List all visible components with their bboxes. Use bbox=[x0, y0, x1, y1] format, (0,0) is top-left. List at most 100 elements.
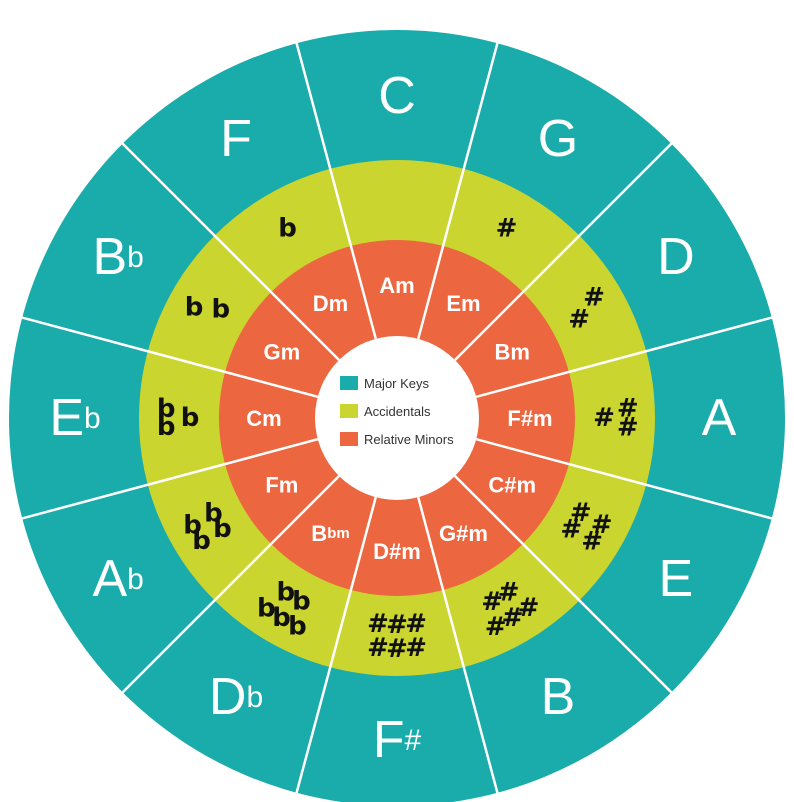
relative-minor-label: Bbm bbox=[311, 521, 349, 546]
key-segment-c: C Am bbox=[378, 67, 416, 298]
relative-minor-label: Cm bbox=[246, 406, 281, 431]
sharp-symbol: # bbox=[591, 510, 613, 540]
accidental-group: ## bbox=[568, 282, 605, 334]
flat-symbol: b bbox=[192, 526, 211, 556]
sector-divider bbox=[118, 475, 340, 697]
flat-symbol: b bbox=[272, 603, 291, 633]
major-key-label: F# bbox=[373, 711, 422, 769]
flat-symbol: b bbox=[276, 578, 295, 608]
legend-item-minor: Relative Minors bbox=[340, 432, 454, 447]
major-key-label: B bbox=[541, 668, 576, 726]
key-segment-g: G Em # bbox=[446, 110, 578, 315]
flat-symbol: b bbox=[278, 213, 297, 243]
sharp-symbol: # bbox=[405, 609, 427, 639]
accidental-group: #### bbox=[560, 498, 612, 556]
accidental-group: ###### bbox=[367, 609, 427, 664]
relative-minor-label: F#m bbox=[507, 406, 552, 431]
legend-swatch-accidentals bbox=[340, 404, 358, 418]
sharp-symbol: # bbox=[481, 587, 503, 617]
major-key-label: F bbox=[220, 110, 252, 168]
sharp-symbol: # bbox=[617, 412, 639, 442]
relative-minor-label: Bm bbox=[494, 339, 529, 364]
major-key-label: Db bbox=[209, 668, 263, 726]
flat-symbol: b bbox=[292, 587, 311, 617]
sector-divider bbox=[417, 496, 500, 797]
relative-minor-label: C#m bbox=[488, 472, 536, 497]
sector-divider bbox=[417, 39, 500, 340]
sharp-symbol: # bbox=[386, 610, 408, 640]
accidental-group: b bbox=[278, 213, 297, 243]
flat-symbol: b bbox=[185, 293, 204, 323]
flat-symbol: b bbox=[183, 511, 202, 541]
sector-divider bbox=[18, 315, 319, 398]
legend-item-accidentals: Accidentals bbox=[340, 404, 431, 419]
key-segment-b: BG#m##### bbox=[439, 521, 575, 726]
accidental-group: # bbox=[496, 213, 518, 243]
key-segment-f: F Dm b bbox=[220, 110, 348, 315]
relative-minor-label: Am bbox=[379, 273, 414, 298]
major-key-label: Bb bbox=[92, 228, 143, 286]
relative-minor-label: Gm bbox=[263, 339, 300, 364]
legend-label-minor: Relative Minors bbox=[364, 432, 454, 447]
major-key-label: E bbox=[659, 550, 694, 608]
sharp-symbol: # bbox=[617, 394, 639, 424]
legend-swatch-minor bbox=[340, 432, 358, 446]
sharp-symbol: # bbox=[518, 593, 540, 623]
sharp-symbol: # bbox=[560, 515, 582, 545]
sharp-symbol: # bbox=[568, 305, 590, 335]
relative-minor-label: Dm bbox=[313, 290, 348, 315]
sector-divider bbox=[475, 438, 776, 521]
sharp-symbol: # bbox=[485, 612, 507, 642]
legend-label-accidentals: Accidentals bbox=[364, 404, 431, 419]
key-segments: CAmGEm#DBm##AF#m###EC#m####BG#m#####F#D#… bbox=[49, 67, 736, 769]
key-segment-a: A F#m ### bbox=[507, 389, 736, 447]
sharp-symbol: # bbox=[498, 577, 520, 607]
flat-symbol: b bbox=[157, 412, 176, 442]
major-key-label: Eb bbox=[49, 389, 100, 447]
sector-divider bbox=[294, 39, 377, 340]
major-key-label: G bbox=[538, 110, 578, 168]
sharp-symbol: # bbox=[496, 213, 518, 243]
key-segment-f-sharp: F# D#m ###### bbox=[367, 539, 427, 770]
sector-divider bbox=[118, 139, 340, 361]
major-key-label: C bbox=[378, 67, 416, 125]
relative-minor-label: Em bbox=[446, 290, 480, 315]
flat-symbol: b bbox=[288, 611, 307, 641]
flat-symbol: b bbox=[204, 499, 223, 529]
relative-minor-label: Fm bbox=[265, 472, 298, 497]
accidental-group: ### bbox=[593, 394, 639, 443]
legend-label-major: Major Keys bbox=[364, 376, 430, 391]
legend-swatch-major bbox=[340, 376, 358, 390]
sector-divider bbox=[475, 315, 776, 398]
flat-symbol: b bbox=[211, 294, 230, 324]
sector-divider bbox=[454, 475, 676, 697]
flat-symbol: b bbox=[257, 593, 276, 623]
sharp-symbol: # bbox=[367, 609, 389, 639]
legend-item-major: Major Keys bbox=[340, 376, 430, 391]
major-key-label: A bbox=[702, 389, 737, 447]
flat-symbol: b bbox=[213, 514, 232, 544]
sharp-symbol: # bbox=[593, 403, 615, 433]
sector-divider bbox=[454, 139, 676, 361]
sharp-symbol: # bbox=[367, 633, 389, 663]
sharp-symbol: # bbox=[502, 603, 524, 633]
legend: Major Keys Accidentals Relative Minors bbox=[340, 376, 454, 447]
key-segment-d: DBm## bbox=[494, 228, 694, 364]
relative-minor-label: D#m bbox=[373, 539, 421, 564]
flat-symbol: b bbox=[181, 403, 200, 433]
sharp-symbol: # bbox=[405, 633, 427, 663]
key-segment-e: EC#m#### bbox=[488, 472, 693, 608]
sector-dividers bbox=[18, 39, 776, 797]
sharp-symbol: # bbox=[583, 282, 605, 312]
major-key-label: Ab bbox=[92, 550, 143, 608]
flat-symbol: b bbox=[157, 394, 176, 424]
